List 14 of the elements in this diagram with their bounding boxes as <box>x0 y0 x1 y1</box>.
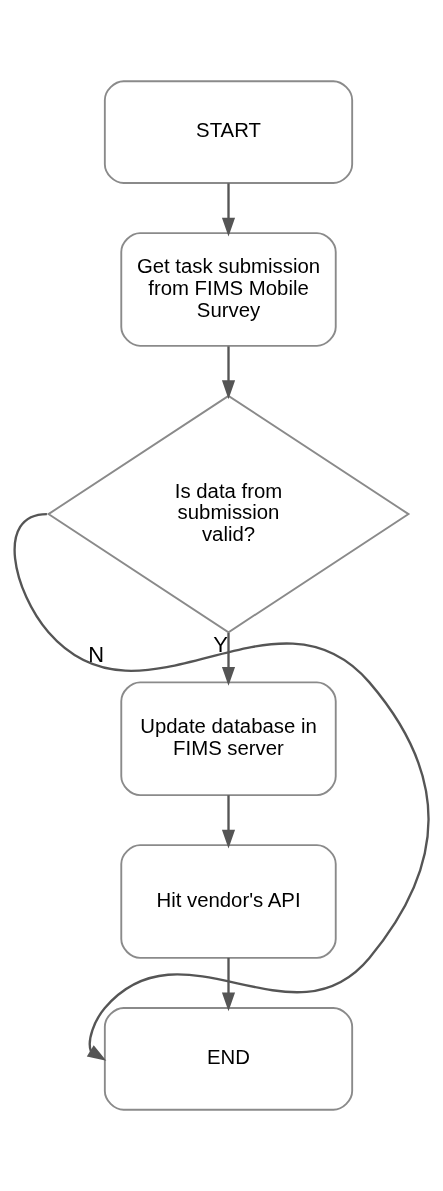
node-diamond: Is data from submission valid? <box>46 394 411 634</box>
node-box: END <box>103 1007 354 1111</box>
arrow <box>221 632 236 686</box>
arrow <box>221 795 236 849</box>
node-box: Get task submission from FIMS Mobile Survey <box>120 232 337 347</box>
edge-label: N <box>88 641 105 667</box>
node-box: Update database in FIMS server <box>120 681 337 797</box>
arrow <box>221 346 236 400</box>
node-box: START <box>103 80 354 184</box>
arrow <box>13 512 430 1061</box>
edge-label: Y <box>213 632 228 658</box>
arrow <box>221 183 236 237</box>
node-box: Hit vendor's API <box>120 844 337 959</box>
arrow <box>221 957 236 1012</box>
